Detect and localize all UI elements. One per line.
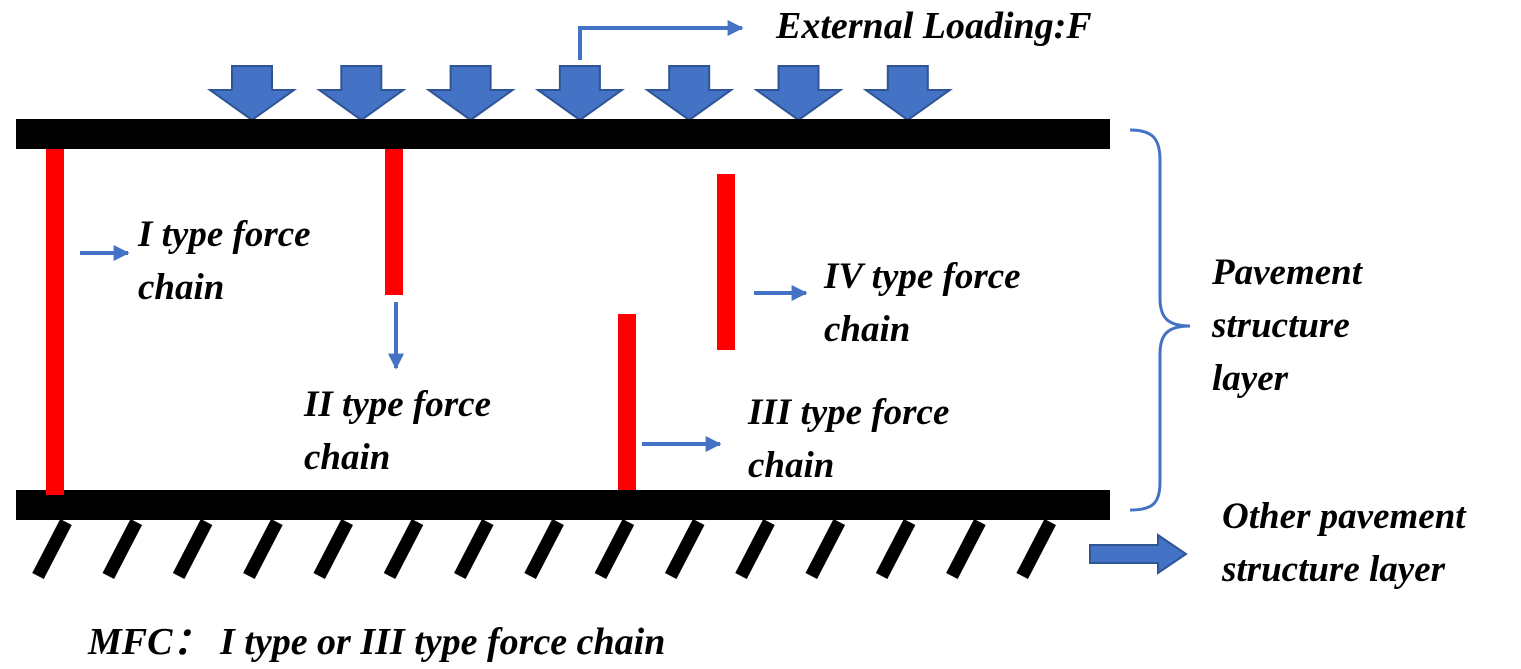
force-chain-type-ii xyxy=(385,149,403,295)
ground-hatch-10 xyxy=(664,519,705,579)
type-ii-chain-label-line-1: II type force xyxy=(304,384,491,425)
other-layer-label-line-2: structure layer xyxy=(1222,549,1446,590)
load-arrow-4 xyxy=(534,65,626,122)
type-iv-chain-label-line-2: chain xyxy=(824,309,911,350)
ground-hatch-15 xyxy=(1016,519,1056,579)
ground-hatch-5 xyxy=(313,519,353,579)
load-arrow-2 xyxy=(316,65,407,122)
type-iii-chain-label: III type force chain xyxy=(748,386,949,492)
type-iv-chain-label: IV type force chain xyxy=(824,250,1021,356)
pavement-label-line-1: Pavement xyxy=(1212,252,1363,293)
type-i-chain-label-line-2: chain xyxy=(138,267,225,308)
force-chain-type-iii xyxy=(618,314,636,490)
other-layer-block-arrow xyxy=(1089,533,1188,575)
top-plate xyxy=(16,119,1110,149)
type-iii-chain-label-line-2: chain xyxy=(748,445,835,486)
type-i-chain-label-line-1: I type force xyxy=(138,214,311,255)
load-arrow-7 xyxy=(862,65,953,122)
external-loading-callout-arrow xyxy=(578,20,744,60)
ground-hatch-3 xyxy=(172,519,213,579)
pavement-structure-layer-label: Pavement structure layer xyxy=(1212,246,1362,405)
ground-hatch-14 xyxy=(946,519,986,579)
ground-hatch-6 xyxy=(383,519,424,579)
type-ii-chain-label-line-2: chain xyxy=(304,437,391,478)
type-i-chain-label: I type force chain xyxy=(138,208,311,314)
type-iv-chain-label-line-1: IV type force xyxy=(824,256,1021,297)
force-chain-type-i xyxy=(46,149,64,495)
type-iii-chain-label-line-1: III type force xyxy=(748,392,950,433)
ground-hatch-13 xyxy=(875,519,916,579)
bottom-plate xyxy=(16,490,1110,520)
fixed-ground-hatching xyxy=(32,519,1056,579)
external-load-arrows xyxy=(206,65,953,122)
load-arrow-6 xyxy=(753,65,844,122)
type-ii-chain-label: II type force chain xyxy=(304,378,491,484)
force-chain-type-iv xyxy=(717,174,735,350)
other-pavement-layer-label: Other pavement structure layer xyxy=(1222,490,1466,596)
ground-hatch-2 xyxy=(102,519,143,579)
mfc-footnote: MFC： I type or III type force chain xyxy=(88,621,666,663)
ground-hatch-8 xyxy=(524,519,564,579)
load-arrow-3 xyxy=(425,65,516,122)
other-layer-label-line-1: Other pavement xyxy=(1222,496,1466,537)
ground-hatch-1 xyxy=(32,519,72,579)
load-arrow-1 xyxy=(206,65,298,122)
ground-hatch-9 xyxy=(594,519,635,579)
pavement-label-line-3: layer xyxy=(1212,358,1289,399)
pavement-label-line-2: structure xyxy=(1212,305,1350,346)
ground-hatch-12 xyxy=(805,519,846,579)
external-loading-label: External Loading:F xyxy=(776,5,1092,47)
ground-hatch-4 xyxy=(243,519,283,579)
ground-hatch-7 xyxy=(454,519,494,579)
pavement-layer-brace xyxy=(1129,128,1191,512)
load-arrow-5 xyxy=(644,65,735,122)
ground-hatch-11 xyxy=(735,519,775,579)
